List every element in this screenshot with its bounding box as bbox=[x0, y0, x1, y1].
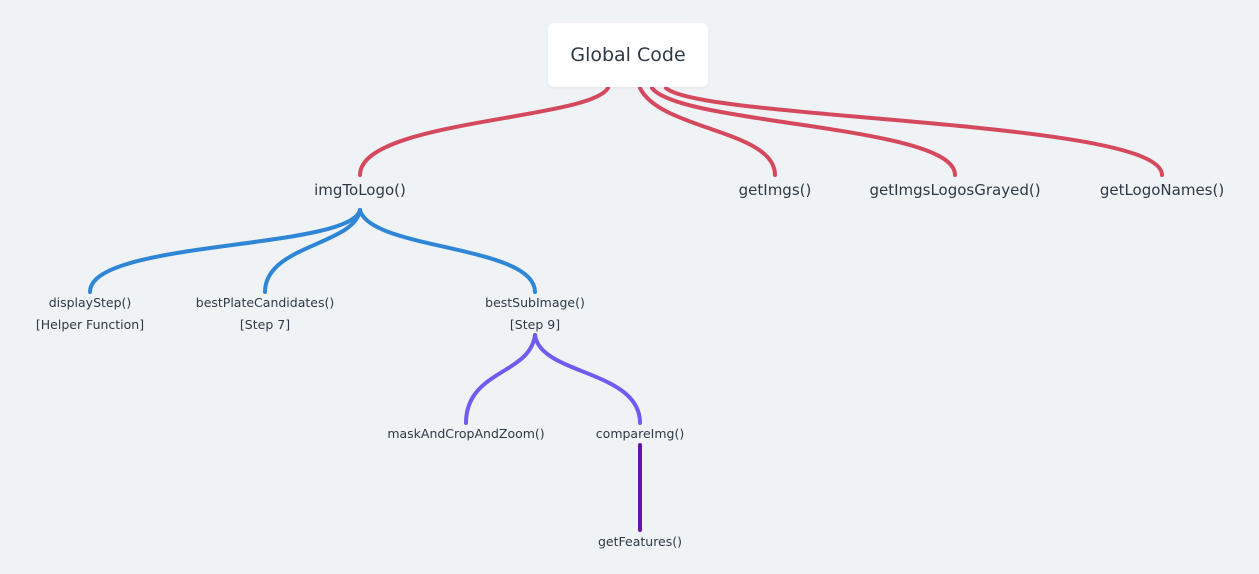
root-node-label: Global Code bbox=[570, 44, 686, 66]
node-maskAndCropAndZoom[interactable]: maskAndCropAndZoom() bbox=[387, 423, 544, 445]
node-label: bestPlateCandidates() bbox=[195, 295, 335, 310]
node-label: bestSubImage() bbox=[485, 295, 585, 310]
node-label: getLogoNames() bbox=[1099, 181, 1225, 199]
node-sublabel: [Step 7] bbox=[239, 317, 291, 332]
node-sublabel: [Helper Function] bbox=[35, 317, 145, 332]
node-imgToLogo[interactable]: imgToLogo() bbox=[314, 181, 406, 199]
node-sublabel: [Step 9] bbox=[509, 317, 561, 332]
node-displayStep[interactable]: displayStep() [Helper Function] bbox=[36, 292, 144, 336]
edge-root-imgToLogo bbox=[358, 86, 610, 177]
node-label: maskAndCropAndZoom() bbox=[387, 426, 545, 441]
node-bestSubImage[interactable]: bestSubImage() [Step 9] bbox=[485, 292, 585, 336]
node-getImgs[interactable]: getImgs() bbox=[739, 181, 812, 199]
edge-root-getLogoNames bbox=[664, 86, 1164, 177]
node-bestPlateCandidates[interactable]: bestPlateCandidates() [Step 7] bbox=[196, 292, 334, 336]
node-label: getImgsLogosGrayed() bbox=[869, 181, 1041, 199]
root-node-global-code[interactable]: Global Code bbox=[548, 23, 708, 87]
edge-root-getImgs bbox=[638, 86, 777, 177]
node-label: getImgs() bbox=[738, 181, 812, 199]
node-label: getFeatures() bbox=[597, 534, 683, 549]
edge-imgToLogo-bestPlateCandidates bbox=[263, 208, 362, 294]
node-compareImg[interactable]: compareImg() bbox=[596, 423, 684, 445]
edge-imgToLogo-bestSubImage bbox=[358, 208, 537, 294]
node-getFeatures[interactable]: getFeatures() bbox=[598, 531, 682, 553]
node-label: displayStep() bbox=[48, 295, 132, 310]
edge-imgToLogo-displayStep bbox=[88, 208, 362, 294]
node-getImgsLogosGrayed[interactable]: getImgsLogosGrayed() bbox=[869, 181, 1040, 199]
node-label: imgToLogo() bbox=[314, 181, 406, 199]
node-getLogoNames[interactable]: getLogoNames() bbox=[1100, 181, 1224, 199]
edge-root-getImgsLogosGrayed bbox=[650, 86, 957, 177]
node-label: compareImg() bbox=[595, 426, 685, 441]
edge-bestSubImage-compareImg bbox=[533, 333, 642, 425]
edge-bestSubImage-maskAndCropAndZoom bbox=[464, 333, 537, 425]
